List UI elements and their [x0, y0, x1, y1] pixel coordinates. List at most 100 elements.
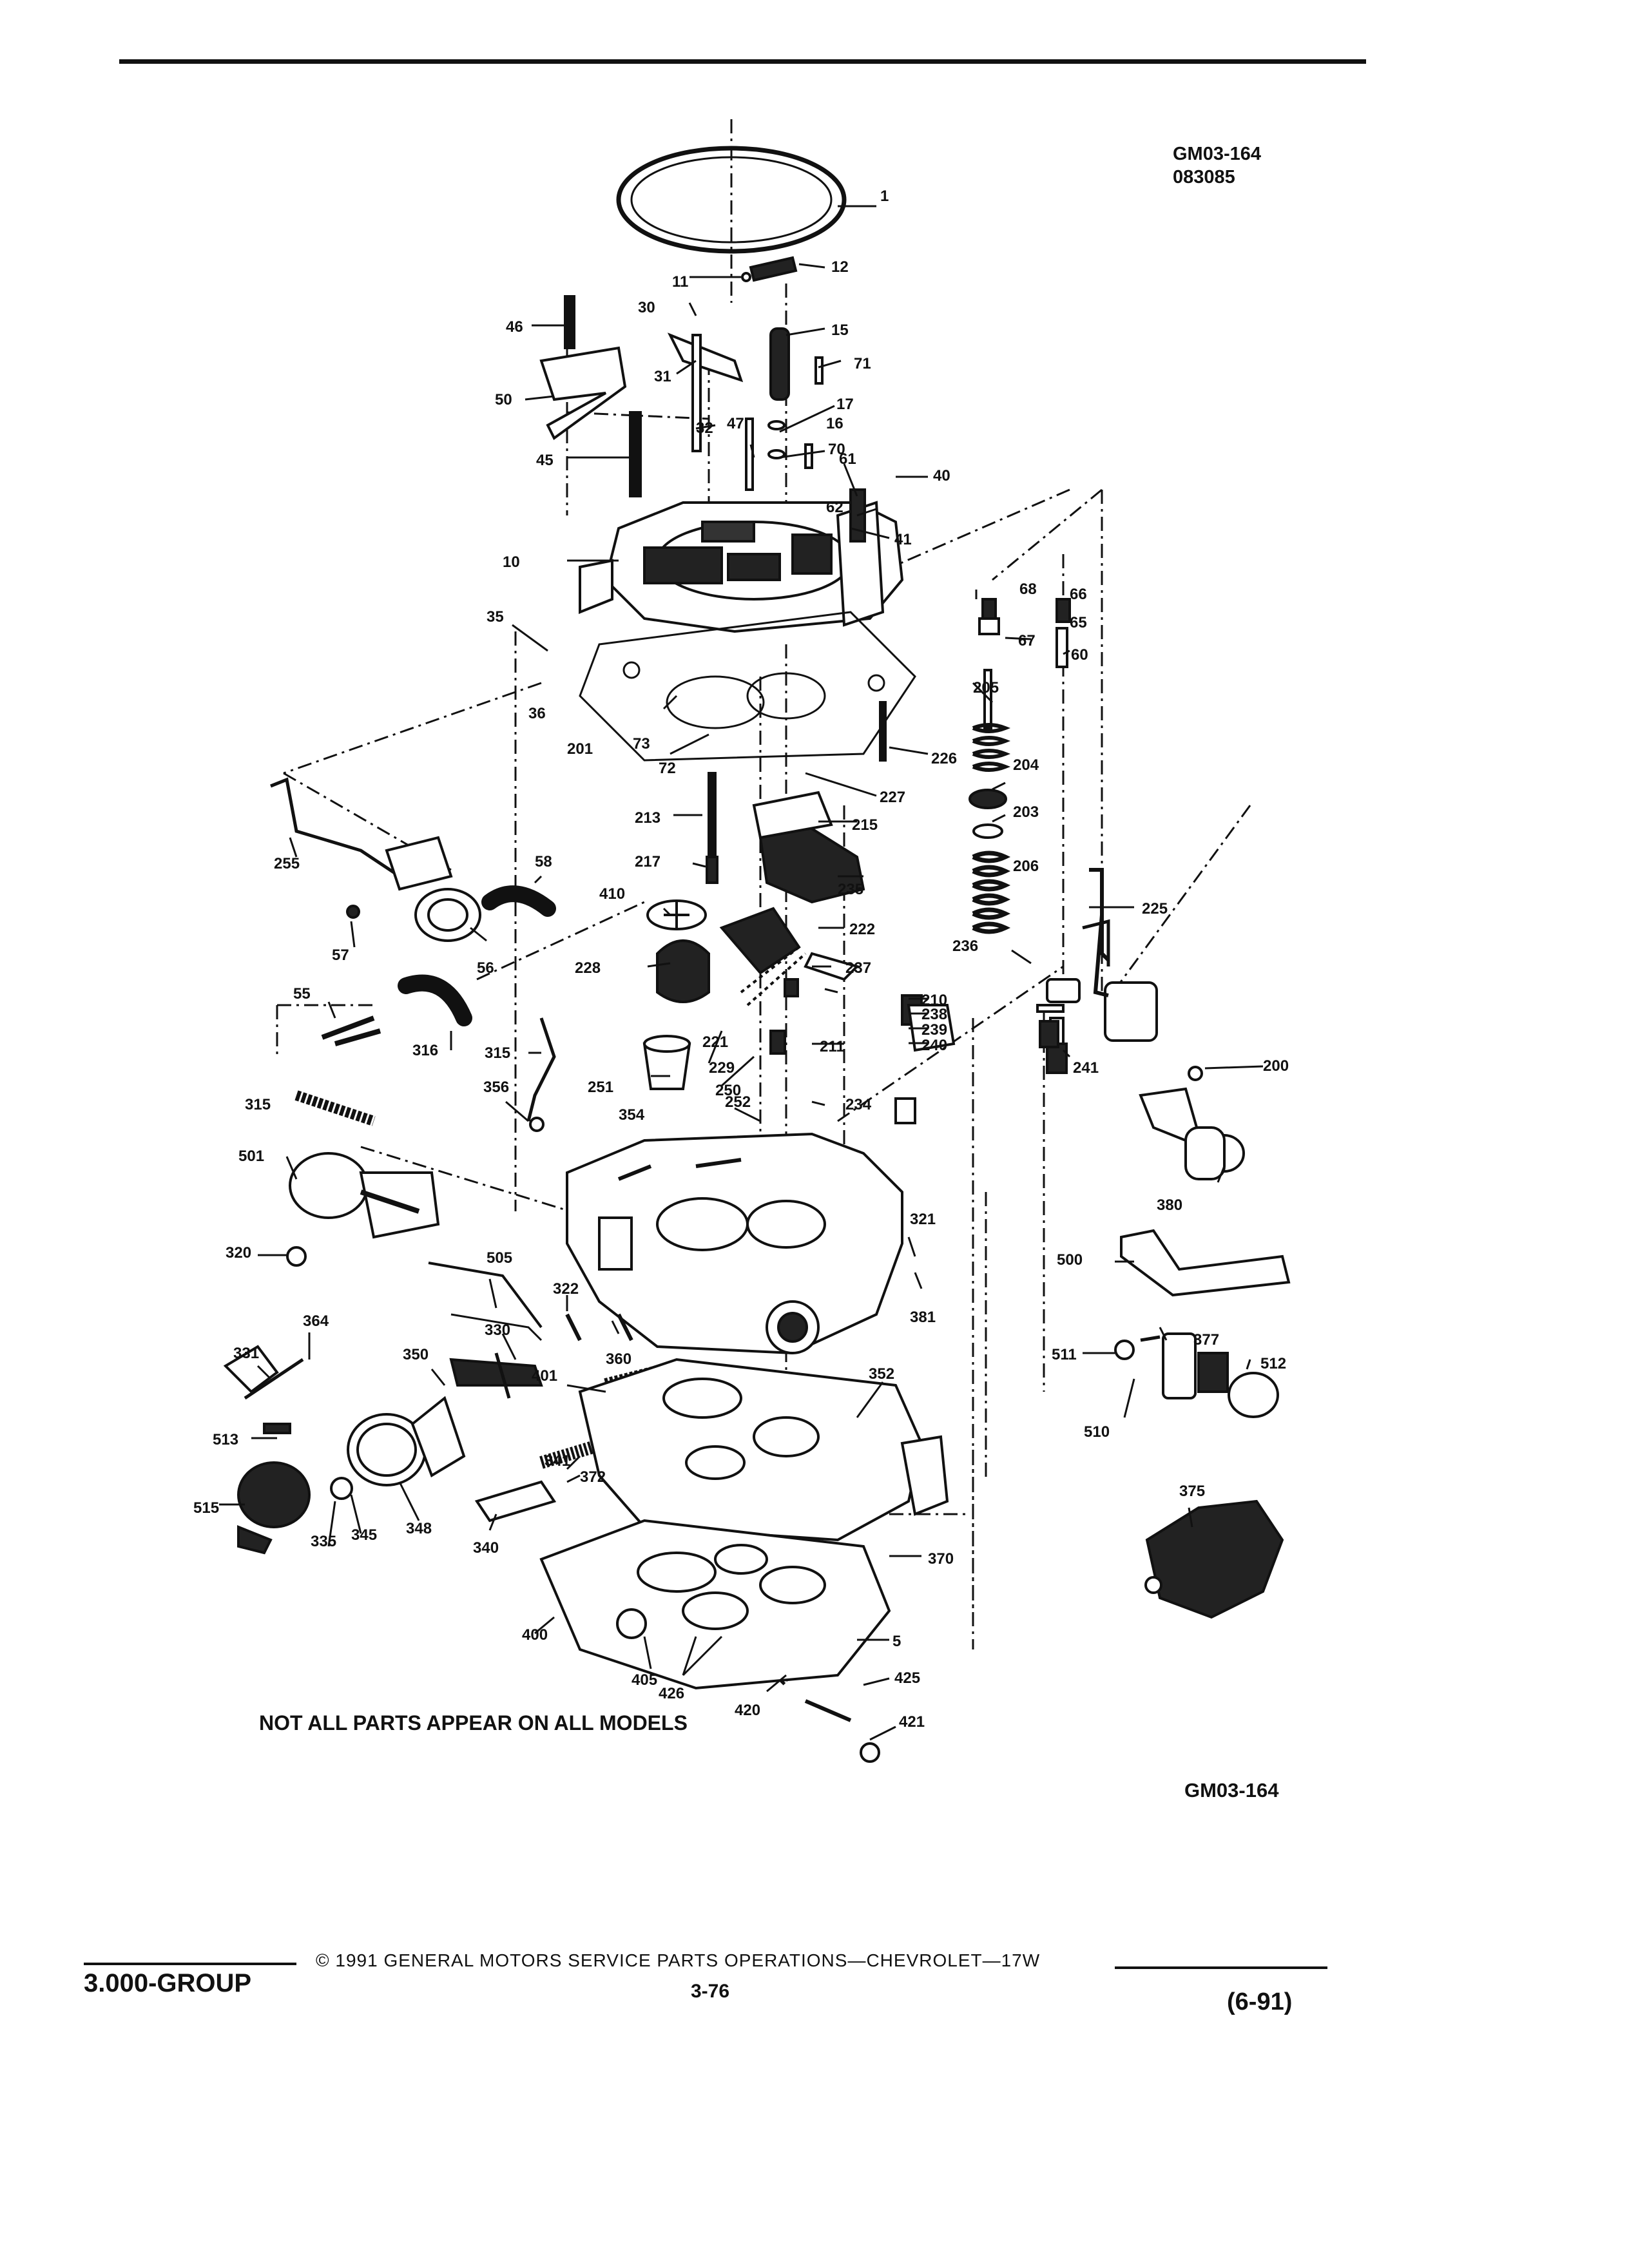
- callout-73: 73: [633, 735, 650, 753]
- callout-222: 222: [849, 921, 875, 938]
- callout-348: 348: [406, 1520, 432, 1537]
- callout-36: 36: [528, 705, 546, 722]
- callout-331: 331: [233, 1345, 259, 1362]
- callout-71: 71: [854, 355, 871, 372]
- callout-225: 225: [1142, 900, 1168, 918]
- callout-205: 205: [973, 679, 999, 697]
- callout-315: 315: [485, 1044, 510, 1062]
- callout-505: 505: [487, 1249, 512, 1267]
- callout-252: 252: [725, 1093, 751, 1111]
- callout-35: 35: [487, 608, 504, 626]
- callout-217: 217: [635, 853, 660, 870]
- callout-62: 62: [826, 499, 843, 516]
- callout-17: 17: [836, 396, 854, 413]
- callout-226: 226: [931, 750, 957, 767]
- callout-238: 238: [921, 1006, 947, 1023]
- callout-250: 250: [715, 1082, 741, 1099]
- callout-380: 380: [1157, 1196, 1182, 1214]
- callout-72: 72: [659, 760, 676, 777]
- callout-206: 206: [1013, 858, 1039, 875]
- callout-204: 204: [1013, 756, 1039, 774]
- callout-255: 255: [274, 855, 300, 872]
- callout-335: 335: [311, 1533, 336, 1550]
- callout-321: 321: [910, 1211, 936, 1228]
- callout-513: 513: [213, 1431, 238, 1448]
- throttle-body: [539, 1358, 949, 1690]
- figure-code-bottom: GM03-164: [1184, 1779, 1279, 1802]
- figure-code-header: GM03-164: [1173, 144, 1262, 164]
- callout-11: 11: [672, 273, 688, 291]
- callout-354: 354: [619, 1106, 645, 1124]
- air-horn-gasket: [579, 611, 916, 762]
- callout-240: 240: [921, 1037, 947, 1054]
- callout-381: 381: [910, 1309, 936, 1326]
- callout-501: 501: [238, 1148, 264, 1165]
- callout-420: 420: [735, 1702, 760, 1719]
- callout-30: 30: [638, 299, 655, 316]
- callout-375: 375: [1179, 1483, 1205, 1500]
- callout-60: 60: [1071, 646, 1088, 664]
- parts-note: NOT ALL PARTS APPEAR ON ALL MODELS: [259, 1711, 688, 1735]
- callout-229: 229: [709, 1059, 735, 1077]
- main-body: [566, 1132, 903, 1355]
- callout-512: 512: [1260, 1355, 1286, 1372]
- callout-364: 364: [303, 1312, 329, 1330]
- callout-46: 46: [506, 318, 523, 336]
- callout-40: 40: [933, 467, 950, 485]
- callout-58: 58: [535, 853, 552, 870]
- revision-date: (6-91): [1227, 1988, 1293, 2015]
- group-number: 3.000-GROUP: [84, 1969, 252, 1997]
- callout-200: 200: [1263, 1057, 1289, 1075]
- callout-372: 372: [580, 1468, 606, 1486]
- callout-228: 228: [575, 959, 601, 977]
- callout-211: 211: [820, 1038, 845, 1055]
- callout-239: 239: [921, 1021, 947, 1039]
- callout-350: 350: [403, 1346, 429, 1363]
- callout-315: 315: [245, 1096, 271, 1113]
- callout-345: 345: [351, 1526, 377, 1544]
- callout-5: 5: [892, 1633, 901, 1650]
- top-rule: [119, 59, 1366, 64]
- callout-41: 41: [894, 531, 912, 548]
- callout-201: 201: [567, 740, 593, 758]
- callout-1: 1: [880, 187, 889, 205]
- callout-67: 67: [1018, 632, 1036, 649]
- callout-425: 425: [894, 1669, 920, 1687]
- callout-316: 316: [412, 1042, 438, 1059]
- callout-500: 500: [1057, 1251, 1083, 1269]
- callout-47: 47: [727, 415, 744, 432]
- callout-236: 236: [952, 937, 978, 955]
- leader-lines: [219, 205, 1264, 1741]
- callout-510: 510: [1084, 1423, 1110, 1441]
- callout-251: 251: [588, 1079, 613, 1096]
- callout-227: 227: [880, 789, 905, 806]
- vacuum-break-parts: [270, 777, 556, 1341]
- air-horn-assembly: [579, 501, 904, 633]
- callout-356: 356: [483, 1079, 509, 1096]
- pump-and-choke-housing: [223, 1313, 633, 1555]
- footer-rule-right: [1115, 1966, 1327, 1969]
- callout-511: 511: [1052, 1346, 1077, 1363]
- callout-330: 330: [485, 1321, 510, 1339]
- callout-352: 352: [869, 1365, 894, 1383]
- callout-405: 405: [631, 1671, 657, 1689]
- date-code: 083085: [1173, 167, 1235, 187]
- callout-56: 56: [477, 959, 494, 977]
- callout-320: 320: [226, 1244, 251, 1262]
- callout-61: 61: [839, 450, 856, 468]
- callout-50: 50: [495, 391, 512, 408]
- float-and-choke-parts: [642, 791, 1158, 1124]
- callout-210: 210: [921, 992, 947, 1009]
- callout-241: 241: [1073, 1059, 1099, 1077]
- callout-65: 65: [1070, 614, 1087, 631]
- callout-12: 12: [831, 258, 849, 276]
- callout-234: 234: [845, 1096, 872, 1113]
- footer-rule-left: [84, 1963, 296, 1965]
- callout-215: 215: [852, 816, 878, 834]
- callout-31: 31: [654, 368, 671, 385]
- callout-360: 360: [606, 1350, 631, 1368]
- callout-515: 515: [193, 1499, 219, 1517]
- callout-213: 213: [635, 809, 660, 827]
